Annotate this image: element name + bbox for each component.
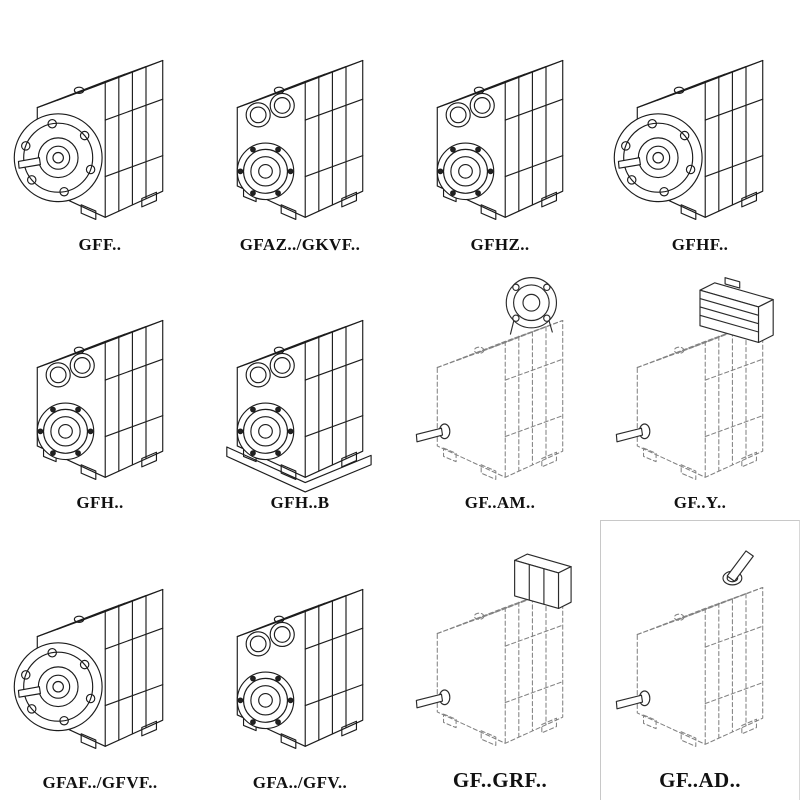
gearbox-drawing: [600, 0, 800, 235]
catalog-cell: GFA../GFV..: [200, 520, 400, 800]
catalog-cell: GFHZ..: [400, 0, 600, 262]
model-label: GFHF..: [671, 235, 729, 254]
bearing-bores-icon: [36, 352, 95, 460]
gearbox-body-phantom: [436, 319, 564, 480]
input-shaft-icon: [615, 689, 651, 709]
flange-gearbox-icon: [613, 59, 764, 220]
gearbox-drawing: [200, 0, 400, 235]
bearing-bores-icon: [436, 92, 495, 200]
catalog-cell: GFAF../GFVF..: [0, 520, 200, 800]
model-label: GFAF../GFVF..: [42, 773, 158, 792]
gearbox-drawing: [400, 0, 600, 235]
flange-gearbox-icon: [13, 59, 164, 220]
gearbox-drawing: [0, 0, 200, 235]
bearing-bores-icon: [236, 352, 295, 460]
gearbox-drawing: [200, 262, 400, 493]
gearbox-drawing: [0, 262, 200, 493]
catalog-cell: GF..AM..: [400, 262, 600, 520]
bore-gearbox-icon: [236, 59, 364, 220]
phantom-gearbox-motor-icon: [615, 276, 774, 480]
phantom-gearbox-input-adapter-icon: [615, 549, 764, 747]
model-label: GFAZ../GKVF..: [239, 235, 361, 254]
model-label: GF..Y..: [673, 493, 727, 512]
model-label: GF..GRF..: [452, 768, 548, 792]
gearbox-drawing: [200, 520, 400, 773]
output-flange-icon: [13, 641, 103, 731]
phantom-gearbox-motor-flange-icon: [415, 276, 564, 480]
flange-gearbox-icon: [13, 588, 164, 749]
model-label: GF..AM..: [464, 493, 536, 512]
model-label: GFH..: [76, 493, 124, 512]
model-label: GFF..: [78, 235, 122, 254]
catalog-cell: GF..AD..: [600, 520, 800, 800]
bore-gearbox-icon: [236, 588, 364, 749]
gearbox-body-phantom: [636, 319, 764, 480]
gearbox-drawing: [601, 521, 799, 768]
catalog-cell: GFH..B: [200, 262, 400, 520]
input-shaft-icon: [415, 422, 451, 442]
catalog-cell: GFAZ../GKVF..: [200, 0, 400, 262]
input-shaft-icon: [615, 422, 651, 442]
gearbox-drawing: [400, 520, 600, 768]
gearbox-drawing: [400, 262, 600, 493]
gearbox-drawing: [600, 262, 800, 493]
catalog-cell: GFF..: [0, 0, 200, 262]
catalog-cell: GF..Y..: [600, 262, 800, 520]
output-flange-icon: [613, 112, 703, 202]
electric-motor-icon: [699, 276, 774, 343]
foot-mounted-gearbox-icon: [226, 319, 372, 493]
gearbox-drawing: [0, 520, 200, 773]
model-label: GFA../GFV..: [252, 773, 348, 792]
phantom-gearbox-adapter-icon: [415, 553, 572, 746]
hollow-shaft-gearbox-icon: [36, 319, 164, 480]
free-input-shaft-icon: [722, 549, 754, 585]
model-label: GF..AD..: [659, 768, 741, 792]
gearbox-body-phantom: [636, 586, 764, 747]
catalog-cell: GFH..: [0, 262, 200, 520]
bearing-bores-icon: [236, 621, 295, 729]
hollow-shaft-gearbox-icon: [436, 59, 564, 220]
gearbox-body-phantom: [436, 585, 564, 746]
model-label: GFHZ..: [470, 235, 530, 254]
adapter-unit-icon: [514, 553, 572, 610]
catalog-cell: GFHF..: [600, 0, 800, 262]
input-shaft-icon: [415, 689, 451, 709]
output-flange-icon: [13, 112, 103, 202]
model-label: GFH..B: [270, 493, 330, 512]
catalog-cell: GF..GRF..: [400, 520, 600, 800]
bearing-bores-icon: [236, 92, 295, 200]
